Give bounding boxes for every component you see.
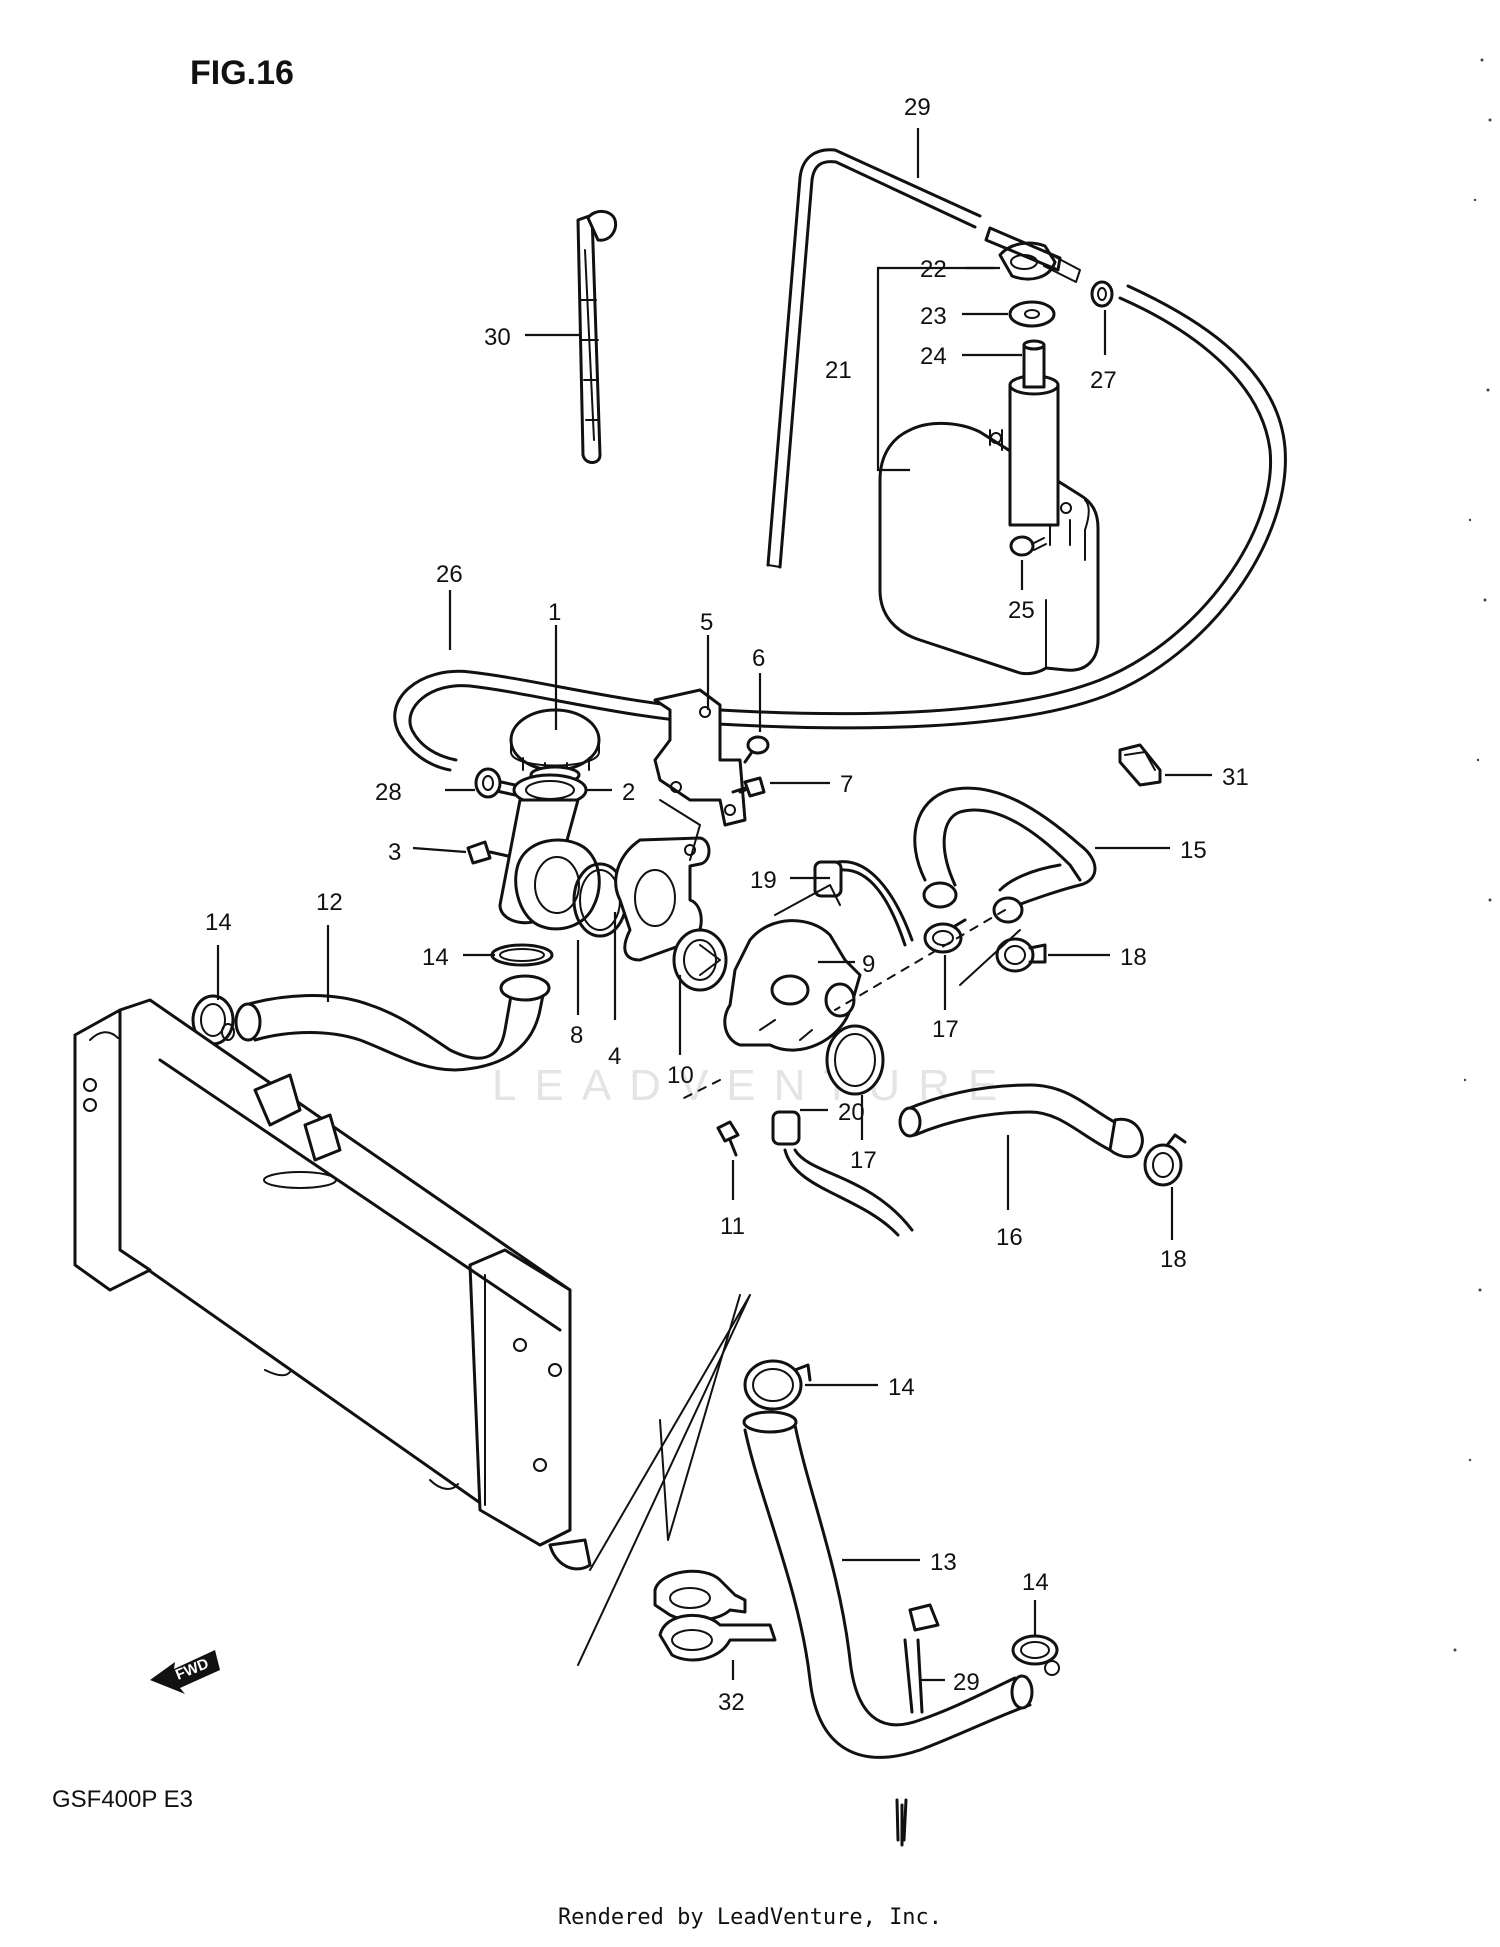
callout-8: 8 — [570, 1022, 583, 1049]
callout-23: 23 — [920, 303, 947, 330]
footer-credit: Rendered by LeadVenture, Inc. — [557, 1905, 943, 1930]
hose-clamp-14b — [490, 943, 554, 967]
thermostat-housing — [723, 919, 862, 1052]
callout-18-upper: 18 — [1120, 944, 1147, 971]
callout-14-mid: 14 — [422, 944, 449, 971]
callout-29-upper: 29 — [904, 94, 931, 121]
hose-clamp-14c — [743, 1359, 812, 1411]
hose-clamp-18b — [1143, 1133, 1187, 1187]
radiator — [73, 998, 592, 1571]
hose-clamp-17a — [923, 918, 967, 954]
mounting-bracket — [653, 688, 747, 827]
leader-lines — [216, 128, 1212, 1682]
bolt-3 — [466, 840, 510, 865]
callout-28: 28 — [375, 779, 402, 806]
callout-2: 2 — [622, 779, 635, 806]
hose-clamp-18a — [995, 937, 1047, 973]
callout-21: 21 — [825, 357, 852, 384]
callout-26: 26 — [436, 561, 463, 588]
fwd-arrow: FWD — [150, 1650, 220, 1694]
callout-31: 31 — [1222, 764, 1249, 791]
callout-29-lower: 29 — [953, 1669, 980, 1696]
overflow-hose — [766, 148, 1062, 569]
callout-14-left: 14 — [205, 909, 232, 936]
bolt-11 — [716, 1120, 740, 1157]
tank-bolt — [1009, 535, 1047, 557]
drain-hose — [895, 1603, 940, 1847]
callout-labels: 1 2 3 4 5 6 7 8 9 10 11 12 13 14 14 14 1… — [205, 94, 1249, 1716]
temperature-sensor — [771, 1110, 914, 1237]
reservoir-tank — [878, 339, 1100, 676]
radiator-hose-upper-right — [913, 786, 1097, 924]
callout-14-right: 14 — [1022, 1569, 1049, 1596]
hose-clamp-17b — [825, 1024, 885, 1096]
callout-5: 5 — [700, 609, 713, 636]
callout-30: 30 — [484, 324, 511, 351]
rubber-cushion — [1118, 743, 1162, 787]
watermark-text: LEADVENTURE — [492, 1061, 1015, 1110]
figure-title: FIG.16 — [190, 54, 294, 92]
callout-25: 25 — [1008, 597, 1035, 624]
callout-16: 16 — [996, 1224, 1023, 1251]
radiator-stay — [576, 210, 618, 464]
callout-3: 3 — [388, 839, 401, 866]
callout-7: 7 — [840, 771, 853, 798]
callout-6: 6 — [752, 645, 765, 672]
callout-32: 32 — [718, 1689, 745, 1716]
callout-15: 15 — [1180, 837, 1207, 864]
hose-clamp-32 — [653, 1569, 777, 1662]
radiator-hose-lower — [742, 1410, 1034, 1759]
callout-10: 10 — [667, 1062, 694, 1089]
thermostat-cover — [514, 838, 601, 931]
callout-22: 22 — [920, 256, 947, 283]
radiator-hose-upper-left — [234, 974, 551, 1072]
hose-clamp-14d — [1011, 1634, 1060, 1676]
hose-clip-27 — [1090, 280, 1114, 308]
bolt-7 — [731, 776, 766, 798]
thermostat — [672, 928, 728, 992]
callout-27: 27 — [1090, 367, 1117, 394]
radiator-hose-lower-right — [898, 1083, 1144, 1159]
model-code: GSF400P E3 — [52, 1786, 193, 1813]
callout-19: 19 — [750, 867, 777, 894]
callout-9: 9 — [862, 951, 875, 978]
cap-gasket — [1008, 300, 1056, 328]
callout-13: 13 — [930, 1549, 957, 1576]
callout-4: 4 — [608, 1043, 621, 1070]
callout-1: 1 — [548, 599, 561, 626]
callout-11: 11 — [720, 1213, 745, 1240]
breather-hose — [393, 284, 1287, 772]
callout-18-lower: 18 — [1160, 1246, 1187, 1273]
bolt-6 — [743, 735, 770, 764]
scan-specks — [1453, 58, 1492, 1652]
callout-24: 24 — [920, 343, 947, 370]
callout-17-lower: 17 — [850, 1147, 877, 1174]
callout-14-lower: 14 — [888, 1374, 915, 1401]
connection-lines — [577, 799, 1021, 1666]
callout-20: 20 — [838, 1099, 865, 1126]
callout-12: 12 — [316, 889, 343, 916]
hose-clamp-28 — [474, 767, 502, 799]
callout-17-upper: 17 — [932, 1016, 959, 1043]
